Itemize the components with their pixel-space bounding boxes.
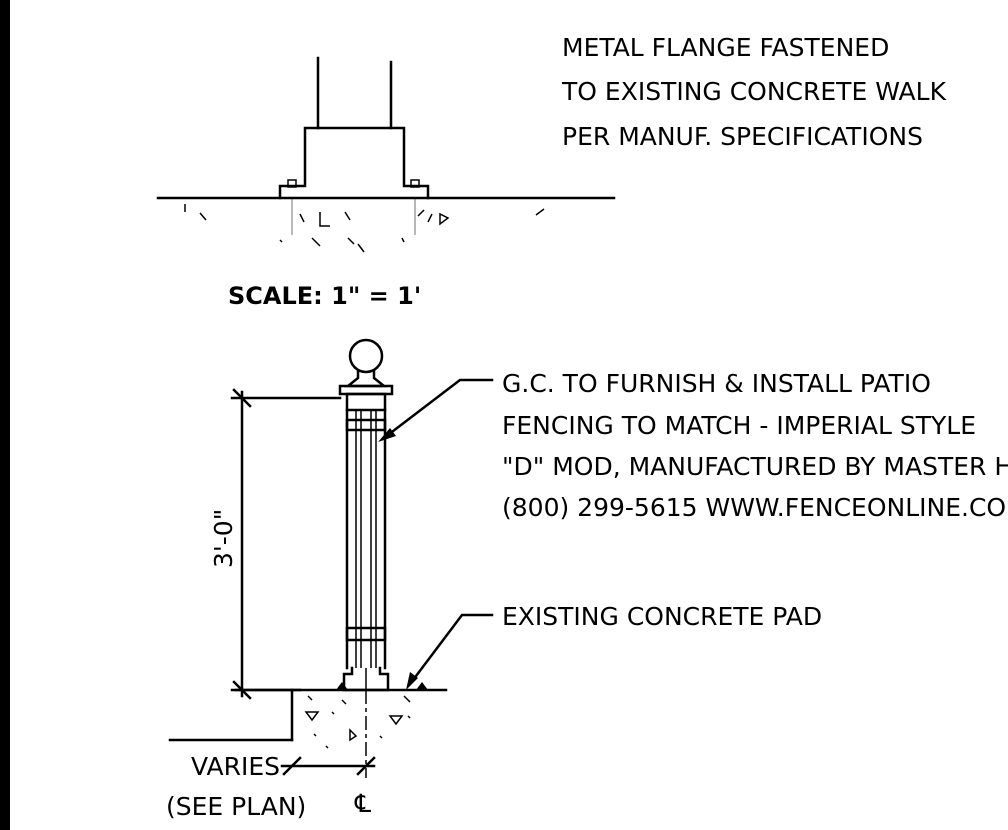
post-top-band <box>345 392 387 412</box>
bolt-right <box>410 179 420 188</box>
centerline-symbol: ℄ <box>354 789 371 818</box>
height-tick-bottom <box>232 680 252 700</box>
flange-note-line-2: TO EXISTING CONCRETE WALK <box>561 77 947 106</box>
sheet-border-left <box>0 0 10 830</box>
pad-hatch <box>304 695 411 749</box>
anchor-wedge-left <box>336 682 348 690</box>
flange-profile <box>278 126 430 200</box>
fence-note-line-3: "D" MOD, MANUFACTURED BY MASTER HAL <box>502 452 1008 481</box>
width-dim-text-2: (SEE PLAN) <box>166 792 306 821</box>
fence-note-line-1: G.C. TO FURNISH & INSTALL PATIO <box>502 369 931 398</box>
post-band-upper <box>345 418 387 432</box>
width-dimension: VARIES (SEE PLAN) <box>166 752 376 821</box>
flange-note: METAL FLANGE FASTENED TO EXISTING CONCRE… <box>561 33 947 151</box>
fence-note-line-4: (800) 299-5615 WWW.FENCEONLINE.COM <box>502 493 1008 522</box>
pad-leader <box>406 613 494 690</box>
pad-note: EXISTING CONCRETE PAD <box>502 602 822 631</box>
pad-leader-line <box>408 613 494 686</box>
fence-leader-arrow <box>378 428 396 442</box>
pad-leader-arrow <box>406 672 418 690</box>
scale-label: SCALE: 1" = 1' <box>228 282 421 310</box>
flange-note-line-1: METAL FLANGE FASTENED <box>562 33 889 62</box>
width-dim-text-1: VARIES <box>191 752 280 781</box>
fence-leader-line <box>382 378 494 440</box>
width-tick-right <box>356 756 376 776</box>
fence-post-elevation <box>336 338 428 692</box>
anchor-wedge-right <box>416 682 428 690</box>
post-band-lower <box>345 626 387 642</box>
height-tick-top <box>232 388 252 408</box>
fence-note: G.C. TO FURNISH & INSTALL PATIO FENCING … <box>502 369 1008 522</box>
height-dimension: 3'-0" <box>209 388 342 700</box>
concrete-hatch-top <box>184 204 545 253</box>
width-tick-left <box>282 756 302 776</box>
height-dimension-text: 3'-0" <box>209 509 238 568</box>
post-ball-finial <box>348 338 384 374</box>
flange-note-line-3: PER MANUF. SPECIFICATIONS <box>562 122 923 151</box>
flange-detail <box>156 56 616 253</box>
fence-note-line-2: FENCING TO MATCH - IMPERIAL STYLE <box>502 411 976 440</box>
fence-leader <box>378 378 494 442</box>
post-flutes <box>355 410 377 668</box>
concrete-pad <box>168 688 448 749</box>
bolt-left <box>287 179 297 188</box>
